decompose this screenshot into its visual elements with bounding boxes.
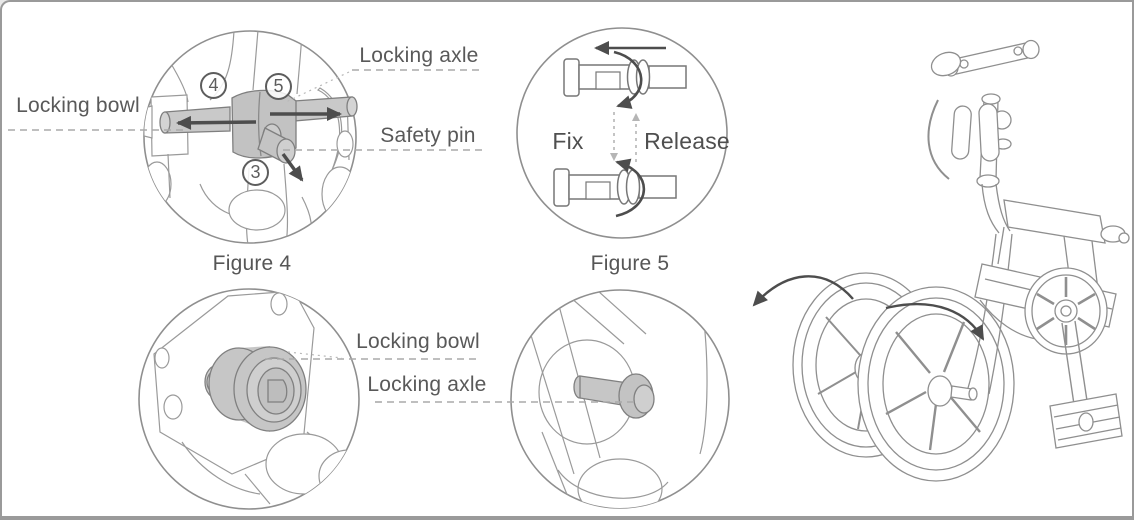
rotate-ccw-bottom-arrow-icon	[615, 158, 646, 218]
locking-bowl-bottom-label: Locking bowl	[356, 330, 480, 353]
pin-down-arrow-icon	[281, 152, 304, 182]
figure5-detail-circle	[516, 27, 728, 239]
locking-bowl-detail-circle	[138, 288, 360, 510]
figure4-leader-lines	[8, 69, 482, 151]
wheel-rotate-left-arrow-icon	[752, 275, 854, 307]
step-4-badge: 4	[200, 72, 227, 99]
fix-label: Fix	[552, 128, 584, 154]
locking-axle-detail-circle	[510, 289, 730, 509]
locking-axle-part	[573, 373, 655, 419]
safety-pin-label: Safety pin	[380, 124, 476, 147]
release-label: Release	[644, 128, 730, 154]
rotate-ccw-top-arrow-icon	[613, 50, 643, 109]
folded-bike-illustration	[752, 39, 1130, 482]
step-5-badge: 5	[265, 73, 292, 100]
bolt-fixed-diagram	[563, 58, 687, 97]
wheel-rotate-right-arrow-icon	[885, 303, 985, 341]
locking-axle-label: Locking axle	[359, 44, 479, 67]
bottom-leader-lines	[265, 358, 638, 403]
locking-bowl-part	[204, 346, 307, 432]
figure5-caption: Figure 5	[590, 252, 670, 275]
locking-axle-bottom-label: Locking axle	[367, 373, 487, 396]
bike-handlebar	[927, 39, 1040, 180]
pull-left-arrow-icon	[176, 115, 257, 130]
figure4-caption: Figure 4	[212, 252, 292, 275]
bike-chainwheel	[1024, 267, 1123, 449]
axle-frame-lineart	[529, 290, 708, 508]
step-3-badge: 3	[242, 159, 269, 186]
figure4-detail-circle	[143, 30, 358, 244]
bike-fork	[967, 93, 1013, 395]
bolt-released-diagram	[553, 168, 677, 207]
locking-bowl-label: Locking bowl	[16, 94, 140, 117]
